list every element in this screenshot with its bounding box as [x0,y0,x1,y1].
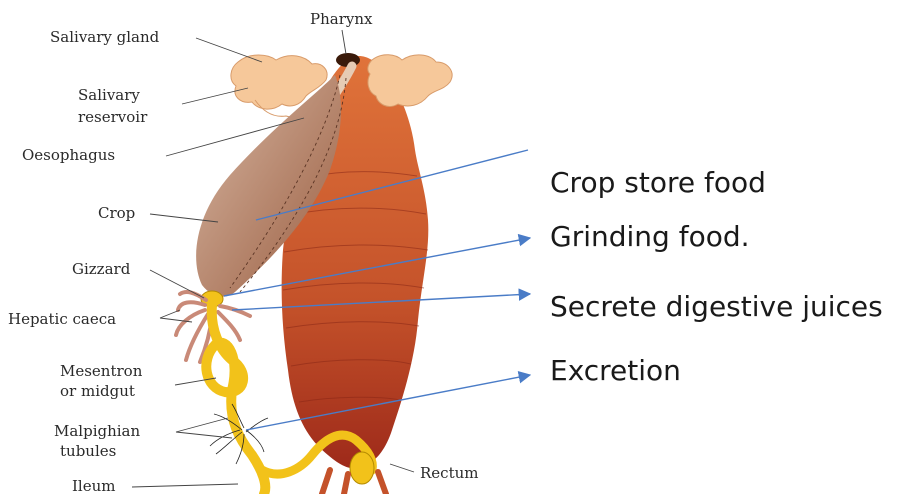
label-ileum: Ileum [72,477,115,494]
annotations: Crop store food Grinding food. Secrete d… [550,166,883,387]
label-hepatic-caeca: Hepatic caeca [8,310,116,328]
label-pharynx: Pharynx [310,10,373,28]
label-oesophagus: Oesophagus [22,146,115,164]
malpighian-tubules-organ [210,404,268,464]
annotation-hepatic: Secrete digestive juices [550,290,883,323]
salivary-gland-right [368,55,452,107]
label-salivary-gland: Salivary gland [50,28,160,46]
annotation-crop: Crop store food [550,166,766,199]
label-rectum: Rectum [420,464,478,482]
annotation-malpighian: Excretion [550,354,681,387]
label-malpighian-1: Malpighian [54,422,141,440]
label-gizzard: Gizzard [72,260,131,278]
rectum-organ [350,452,374,484]
label-crop: Crop [98,204,135,222]
label-salivary-reservoir-1: Salivary [78,86,140,104]
label-salivary-reservoir-2: reservoir [78,108,148,126]
label-mesentron-2: or midgut [60,382,135,400]
label-mesentron-1: Mesentron [60,362,143,380]
annotation-gizzard: Grinding food. [550,220,750,253]
label-malpighian-2: tubules [60,442,116,460]
